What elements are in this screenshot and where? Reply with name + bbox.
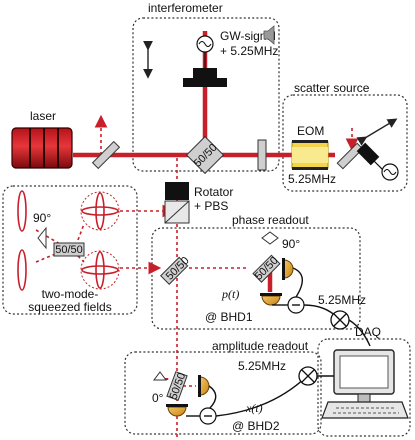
keyboard-icon: [321, 401, 409, 419]
amplitude-signal-label: x(t): [245, 401, 263, 415]
computer-screen: [339, 355, 389, 389]
scatter-source-label: scatter source: [294, 81, 370, 95]
squeeze-path-4: [77, 255, 85, 263]
computer-stand: [357, 393, 371, 403]
squeezed-ellipse-lower-h: [81, 265, 119, 275]
gw-signal-label: GW-signal: [220, 29, 276, 43]
phase-mixer-freq-label: 5.25MHz: [318, 293, 366, 307]
phase-waveplate-icon: [261, 231, 279, 245]
phase-bhd-beamsplitter: [252, 254, 281, 283]
phase-readout-box: [151, 227, 361, 330]
squeezed-fields-label: squeezed fields: [28, 300, 111, 314]
interferometer-label: interferometer: [148, 1, 223, 15]
squeeze-path-1: [35, 229, 61, 245]
squeezed-circle-lower: [80, 250, 120, 290]
squeezed-ellipse-lower-v: [95, 251, 105, 289]
gw-freq-label: + 5.25MHz: [220, 44, 278, 58]
scatter-sine-icon: [383, 168, 397, 176]
bhd2-label: @ BHD2: [232, 419, 280, 433]
wave-plate-icon: [37, 226, 47, 250]
amplitude-angle-label: 0°: [152, 391, 164, 405]
squeezed-ellipse-upper-v: [95, 192, 105, 230]
squeezed-fields-box: [2, 185, 138, 315]
daq-label: DAQ: [355, 325, 381, 339]
squeeze-beamsplitter: [53, 242, 85, 257]
scatter-wire: [372, 159, 384, 171]
bhd2-wire-right: [208, 385, 217, 409]
phase-mixer-cross-b: [333, 313, 347, 327]
amplitude-readout-box: [124, 351, 322, 435]
bhd2-wire-out: [215, 377, 306, 417]
bhd2-detector-right-mount: [198, 375, 201, 397]
daq-box: [317, 338, 411, 437]
eom-electrode-top: [292, 140, 328, 143]
laser-icon: [11, 127, 73, 169]
bhd1-detector-bottom: [261, 295, 281, 306]
bhd2-detector-bottom: [167, 406, 187, 417]
scatter-actuator: [356, 142, 380, 166]
speaker-icon: [263, 25, 275, 45]
eom-crystal-core: [292, 147, 328, 163]
bhd2-detector-right: [199, 376, 210, 396]
phase-angle-label: 90°: [282, 237, 300, 251]
rotator-label: Rotator: [194, 185, 233, 199]
scatter-mirror: [336, 142, 364, 170]
amplitude-readout-label: amplitude readout: [212, 339, 309, 353]
bhd2-detector-bottom-mount: [166, 404, 188, 407]
squeezed-ellipse-upper-h: [81, 206, 119, 216]
phase-bhd-bs-label: 50/50: [253, 255, 281, 283]
two-mode-label: two-mode-: [42, 287, 99, 301]
phase-signal-label: p(t): [221, 287, 239, 301]
bhd1-wire-right: [292, 267, 303, 298]
scatter-source-box: [282, 94, 408, 192]
end-mirror: [257, 139, 267, 171]
squeeze-path-3: [77, 223, 85, 241]
squeezed-ellipse-lower-left: [17, 249, 27, 291]
amplitude-mixer-cross-b: [301, 369, 315, 383]
scatter-motion-arrow: [356, 118, 398, 146]
phase-readout-label: phase readout: [232, 213, 309, 227]
bhd1-detector-right-mount: [282, 258, 285, 280]
eom-label: EOM: [297, 124, 324, 138]
shaker-mirror: [183, 78, 227, 87]
pickoff-mirror: [91, 140, 121, 170]
bhd1-detector-bottom-mount: [260, 293, 282, 296]
bhd1-label: @ BHD1: [205, 310, 253, 324]
scatter-freq-label: 5.25MHz: [288, 172, 336, 186]
pbs-diagonal: [164, 200, 190, 224]
amplitude-bhd-beamsplitter: [166, 371, 188, 401]
squeeze-path-2: [35, 251, 61, 263]
laser-label: laser: [30, 109, 56, 123]
bhd1-detector-right: [283, 259, 294, 279]
phase-mixer-to-daq: [348, 319, 371, 347]
amplitude-waveplate-icon: [153, 371, 167, 381]
rotator-icon: [165, 182, 189, 200]
sine-wave-icon: [198, 40, 212, 48]
phase-beamsplitter: [160, 256, 189, 285]
squeeze-angle-label: 90°: [33, 211, 51, 225]
shaker-mount: [193, 68, 217, 78]
squeezed-ellipse-upper-left: [17, 190, 27, 232]
eom-electrode-bottom: [292, 167, 328, 170]
squeeze-bs-label: 50/50: [55, 244, 83, 256]
pbs-label: + PBS: [194, 199, 228, 213]
main-beamsplitter: [185, 135, 225, 175]
squeezed-circle-upper: [80, 191, 120, 231]
amplitude-mixer-freq-label: 5.25MHz: [238, 359, 286, 373]
